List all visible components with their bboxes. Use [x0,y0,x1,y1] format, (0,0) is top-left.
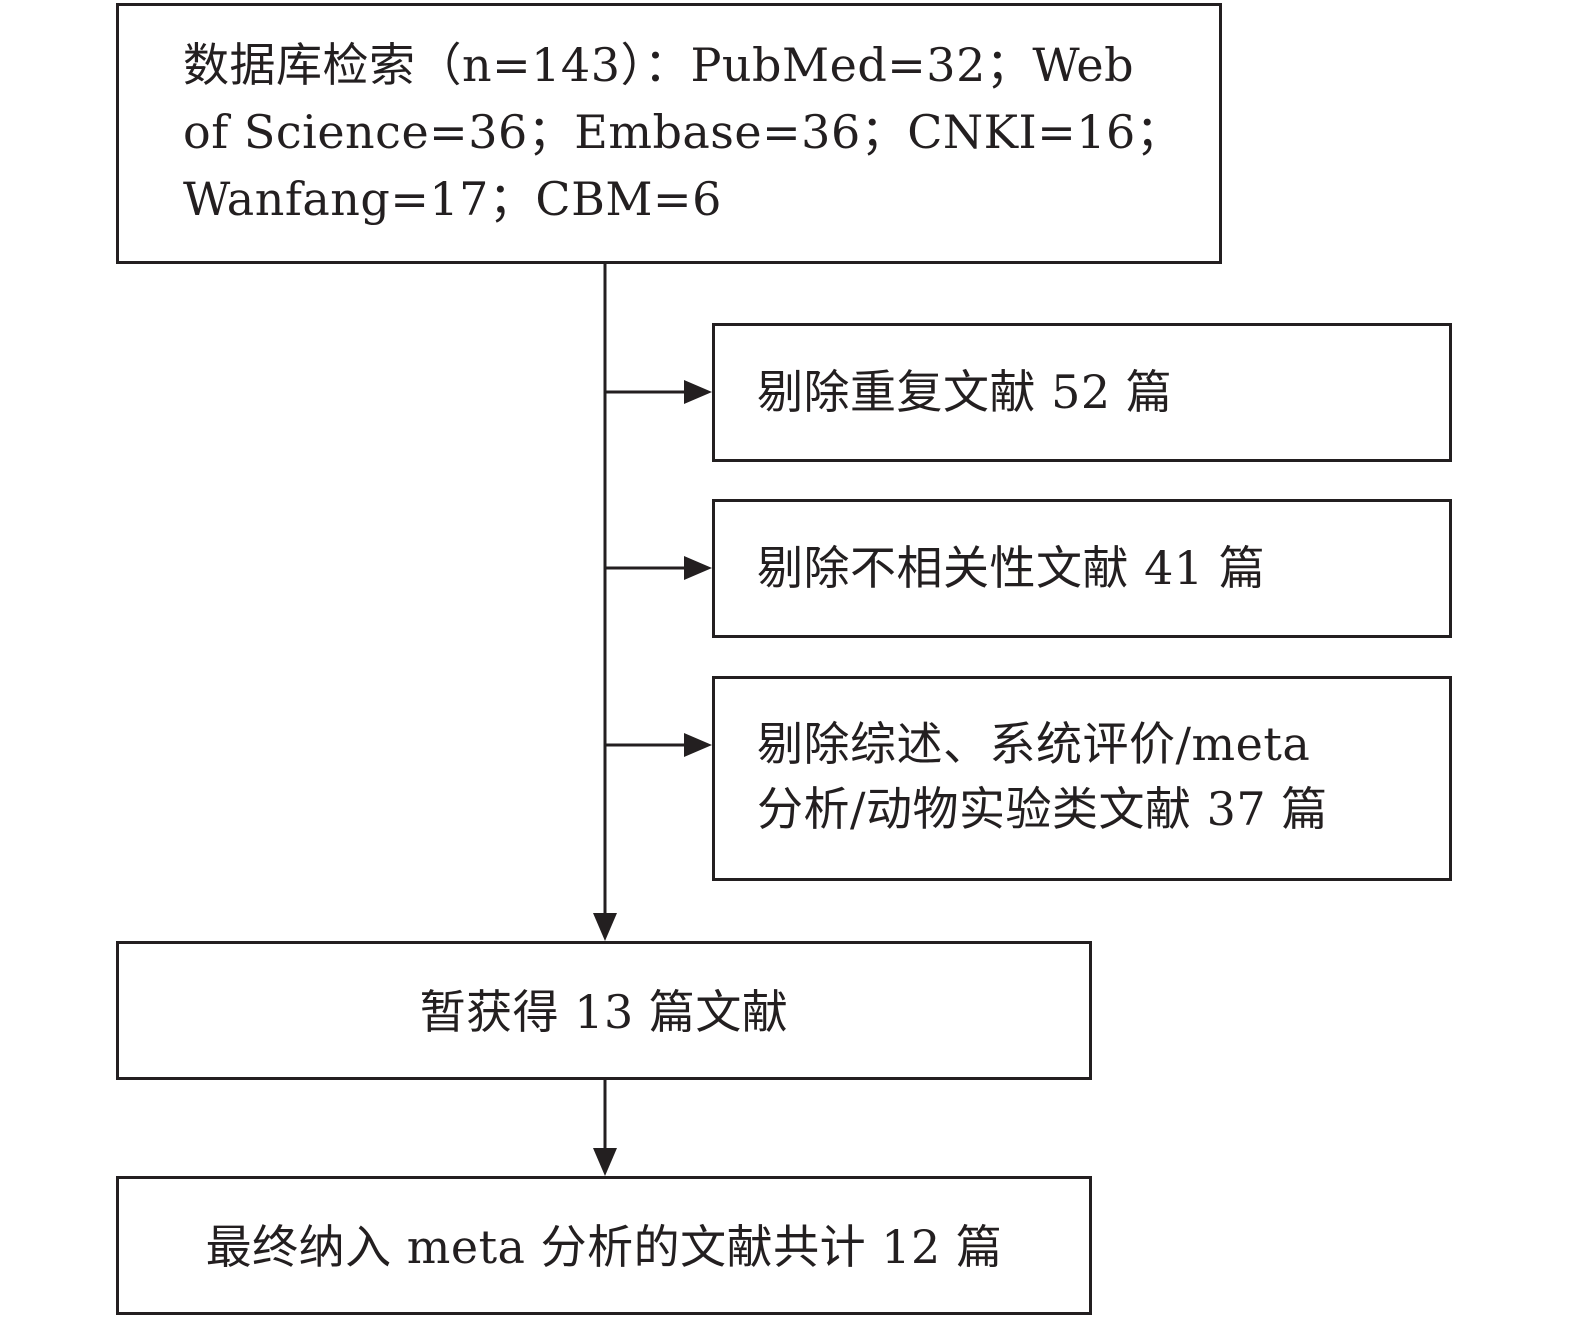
exclude-irrelevant-text: 剔除不相关性文献 41 篇 [757,541,1266,595]
interim-to-final-arrowhead [593,1148,617,1176]
exclude-reviews-box: 剔除综述、系统评价/meta 分析/动物实验类文献 37 篇 [712,676,1452,881]
database-search-box: 数据库检索（n=143）：PubMed=32；Web of Science=36… [116,3,1222,264]
exclude-reviews-text: 剔除综述、系统评价/meta 分析/动物实验类文献 37 篇 [757,717,1328,836]
final-included-text: 最终纳入 meta 分析的文献共计 12 篇 [205,1220,1003,1274]
final-included-box: 最终纳入 meta 分析的文献共计 12 篇 [116,1176,1092,1315]
exclude-duplicates-text: 剔除重复文献 52 篇 [757,365,1173,419]
interim-result-text: 暂获得 13 篇文献 [419,985,789,1039]
interim-result-box: 暂获得 13 篇文献 [116,941,1092,1080]
branch-arrowhead-irrelevant [684,556,712,580]
branch-arrowhead-duplicates [684,380,712,404]
branch-arrowhead-reviews [684,733,712,757]
trunk-arrowhead [593,913,617,941]
exclude-duplicates-box: 剔除重复文献 52 篇 [712,323,1452,462]
database-search-text: 数据库检索（n=143）：PubMed=32；Web of Science=36… [183,38,1183,226]
exclude-irrelevant-box: 剔除不相关性文献 41 篇 [712,499,1452,638]
